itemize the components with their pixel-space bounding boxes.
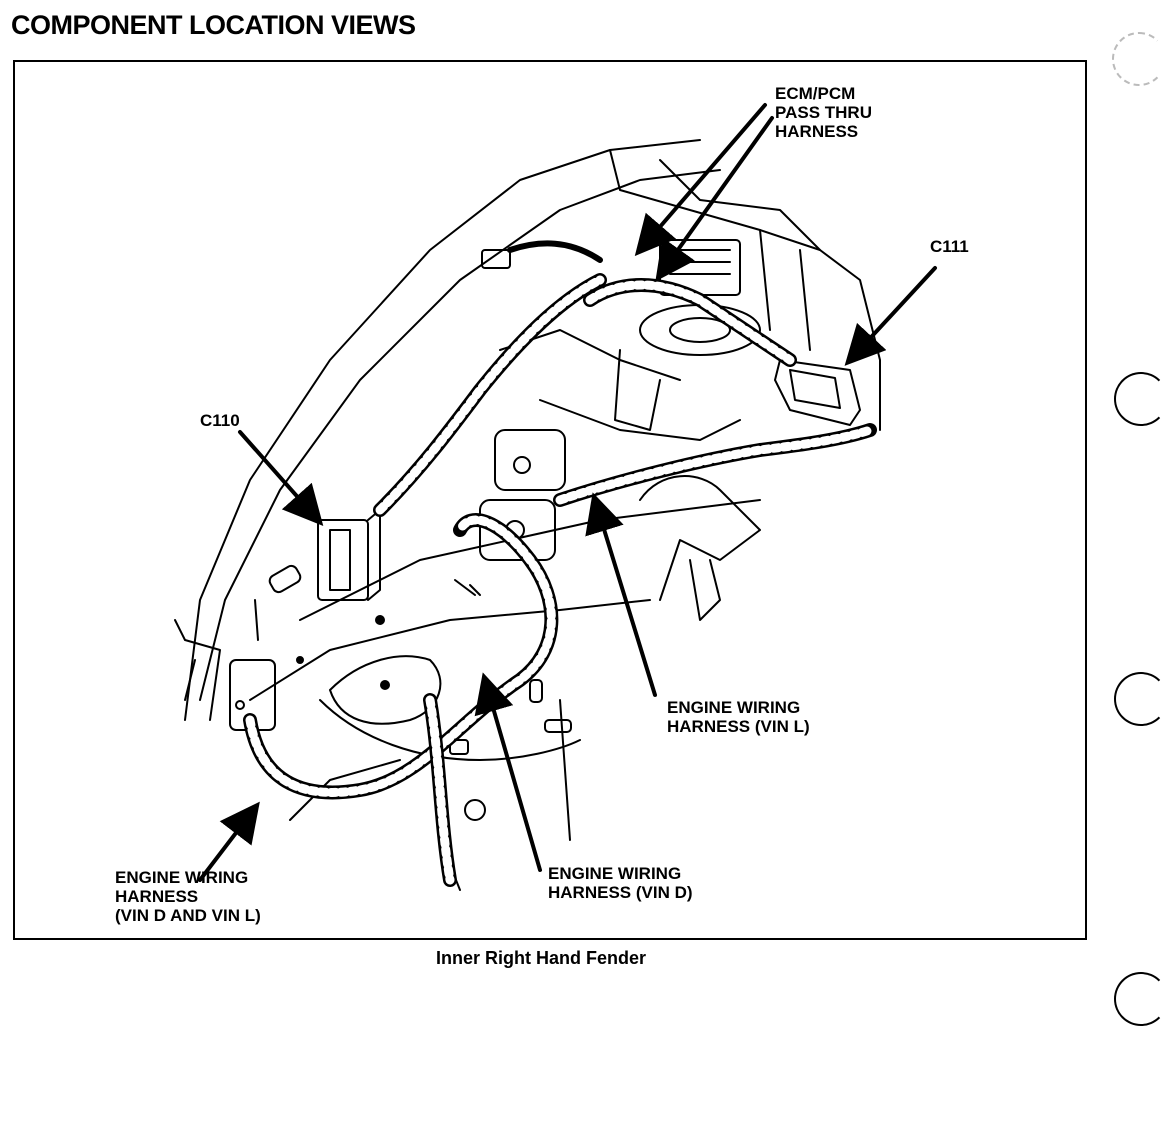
binder-hole (1114, 372, 1168, 426)
components (174, 239, 861, 731)
arrow-ecm-pcm-2 (655, 116, 774, 282)
callout-ecm-pcm-pass-thru-harness: ECM/PCM PASS THRU HARNESS (775, 84, 872, 141)
binder-hole (1114, 672, 1168, 726)
page-title: COMPONENT LOCATION VIEWS (11, 10, 416, 40)
callout-line: PASS THRU (775, 103, 872, 122)
binder-hole (1114, 972, 1168, 1026)
arrow-vin-d-and-l (198, 801, 260, 882)
callout-line: HARNESS (VIN L) (667, 717, 810, 736)
callout-line: HARNESS (VIN D) (548, 883, 693, 902)
arrow-ecm-pcm-1 (634, 103, 767, 257)
fender-outline (184, 139, 881, 891)
callout-line: ENGINE WIRING (667, 698, 801, 717)
callout-line: HARNESS (775, 122, 859, 141)
callout-line: (VIN D AND VIN L) (115, 906, 261, 925)
callout-line: ECM/PCM (775, 84, 856, 103)
leader-arrows (198, 103, 937, 882)
callout-engine-harness-vin-d-and-vin-l: ENGINE WIRING HARNESS (VIN D AND VIN L) (115, 868, 261, 925)
callout-line: HARNESS (115, 887, 199, 906)
wiring-harness-bundles (243, 240, 877, 887)
figure-caption: Inner Right Hand Fender (436, 948, 647, 968)
callout-c111: C111 (930, 237, 969, 256)
callout-line: ENGINE WIRING (115, 868, 249, 887)
arrow-c110 (238, 430, 324, 526)
arrow-c111 (844, 266, 937, 366)
diagram-frame (13, 60, 1087, 940)
arrow-vin-l (585, 492, 657, 697)
callout-engine-harness-vin-d: ENGINE WIRING HARNESS (VIN D) (548, 864, 693, 902)
arrow-vin-d (474, 672, 542, 872)
callout-engine-harness-vin-l: ENGINE WIRING HARNESS (VIN L) (667, 698, 810, 736)
callout-line: ENGINE WIRING (548, 864, 682, 883)
binder-hole (1112, 32, 1166, 86)
callout-c110: C110 (200, 411, 240, 430)
